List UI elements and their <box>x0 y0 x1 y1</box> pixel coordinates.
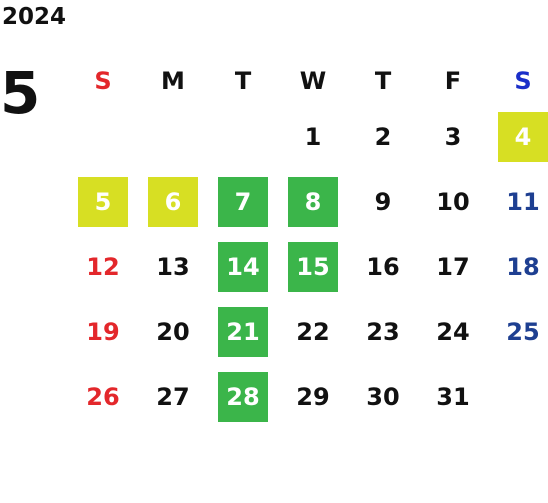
weekday-header: T <box>234 67 252 95</box>
day-number: 29 <box>296 382 330 411</box>
day-number: 21 <box>218 306 268 357</box>
day-number: 19 <box>86 317 120 346</box>
day-number: 22 <box>296 317 330 346</box>
day-number: 17 <box>436 252 470 281</box>
day-cell <box>488 364 548 429</box>
day-number: 6 <box>148 176 198 227</box>
day-cell: 7 <box>208 169 278 234</box>
day-cell: 10 <box>418 169 488 234</box>
day-cell: 3 <box>418 104 488 169</box>
day-number: 2 <box>374 122 392 151</box>
day-number: 10 <box>436 187 470 216</box>
day-number: 13 <box>156 252 190 281</box>
day-cell: 22 <box>278 299 348 364</box>
day-cell: 1 <box>278 104 348 169</box>
day-number: 20 <box>156 317 190 346</box>
day-number: 5 <box>78 176 128 227</box>
day-cell: 2 <box>348 104 418 169</box>
day-cell: 13 <box>138 234 208 299</box>
day-number: 3 <box>444 122 462 151</box>
weekday-header: F <box>444 67 462 95</box>
day-cell: 4 <box>488 104 548 169</box>
day-number: 1 <box>304 122 322 151</box>
day-cell: 15 <box>278 234 348 299</box>
day-cell: 17 <box>418 234 488 299</box>
day-cell: 29 <box>278 364 348 429</box>
day-number: 12 <box>86 252 120 281</box>
day-number: 4 <box>498 111 548 162</box>
day-number: 18 <box>506 252 540 281</box>
day-cell <box>68 104 138 169</box>
month-number: 5 <box>0 59 41 127</box>
day-cell: 23 <box>348 299 418 364</box>
day-cell: 30 <box>348 364 418 429</box>
day-number: 26 <box>86 382 120 411</box>
day-cell: 8 <box>278 169 348 234</box>
day-number: 23 <box>366 317 400 346</box>
day-number: 24 <box>436 317 470 346</box>
day-cell: 11 <box>488 169 548 234</box>
day-number: 25 <box>506 317 540 346</box>
day-cell: 16 <box>348 234 418 299</box>
day-cell: 24 <box>418 299 488 364</box>
weekday-header: S <box>94 67 112 95</box>
day-number: 14 <box>218 241 268 292</box>
day-cell: 20 <box>138 299 208 364</box>
weekday-header: S <box>514 67 532 95</box>
day-number: 11 <box>506 187 540 216</box>
day-cell: 9 <box>348 169 418 234</box>
day-number: 31 <box>436 382 470 411</box>
day-cell: 6 <box>138 169 208 234</box>
day-cell: 25 <box>488 299 548 364</box>
day-cell <box>208 104 278 169</box>
day-number: 30 <box>366 382 400 411</box>
day-cell: 19 <box>68 299 138 364</box>
day-cell: 12 <box>68 234 138 299</box>
day-cell: 26 <box>68 364 138 429</box>
day-number: 28 <box>218 371 268 422</box>
weekday-header: W <box>299 67 327 95</box>
day-cell: 5 <box>68 169 138 234</box>
day-number: 7 <box>218 176 268 227</box>
day-cell: 14 <box>208 234 278 299</box>
day-cell <box>138 104 208 169</box>
weekday-header: T <box>374 67 392 95</box>
day-number: 27 <box>156 382 190 411</box>
day-number: 9 <box>374 187 392 216</box>
day-cell: 28 <box>208 364 278 429</box>
day-number: 16 <box>366 252 400 281</box>
day-number: 15 <box>288 241 338 292</box>
weekday-header: M <box>161 67 185 95</box>
day-cell: 21 <box>208 299 278 364</box>
day-cell: 27 <box>138 364 208 429</box>
year-label: 2024 <box>2 4 67 30</box>
day-cell: 31 <box>418 364 488 429</box>
day-number: 8 <box>288 176 338 227</box>
day-cell: 18 <box>488 234 548 299</box>
